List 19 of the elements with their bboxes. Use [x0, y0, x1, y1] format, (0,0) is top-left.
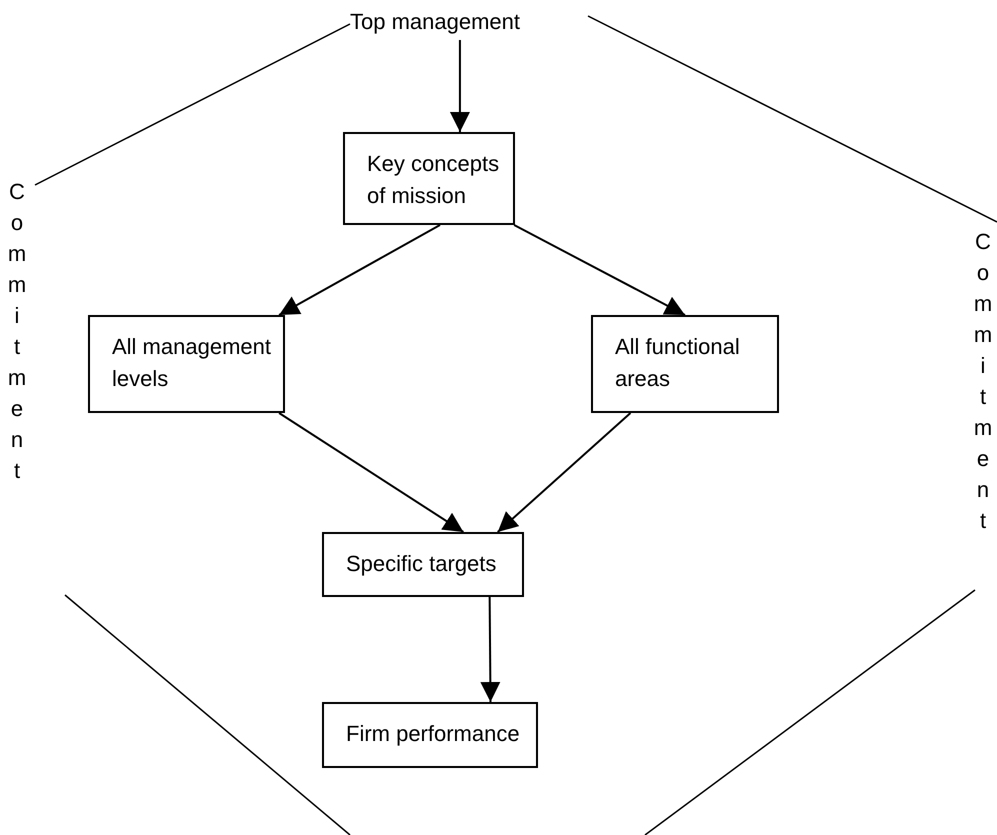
box-text: Firm performance [346, 720, 521, 748]
vertical-label: Commitment [972, 228, 994, 535]
process-box [88, 315, 285, 413]
vertical-label: Commitment [6, 178, 28, 485]
arrow [514, 224, 686, 316]
process-box [343, 132, 515, 225]
node-label: Top management [350, 6, 580, 40]
arrow [278, 412, 464, 533]
box-text: All functional areas [615, 333, 741, 393]
process-box [322, 532, 524, 597]
process-box [591, 315, 779, 413]
arrow [278, 224, 440, 316]
box-text: Key concepts of mission [367, 150, 500, 210]
arrow [480, 597, 500, 702]
arrow [450, 40, 470, 132]
box-text: All management levels [112, 333, 272, 393]
box-text: Specific targets [346, 550, 498, 578]
arrow [497, 412, 632, 533]
process-box [322, 702, 538, 768]
